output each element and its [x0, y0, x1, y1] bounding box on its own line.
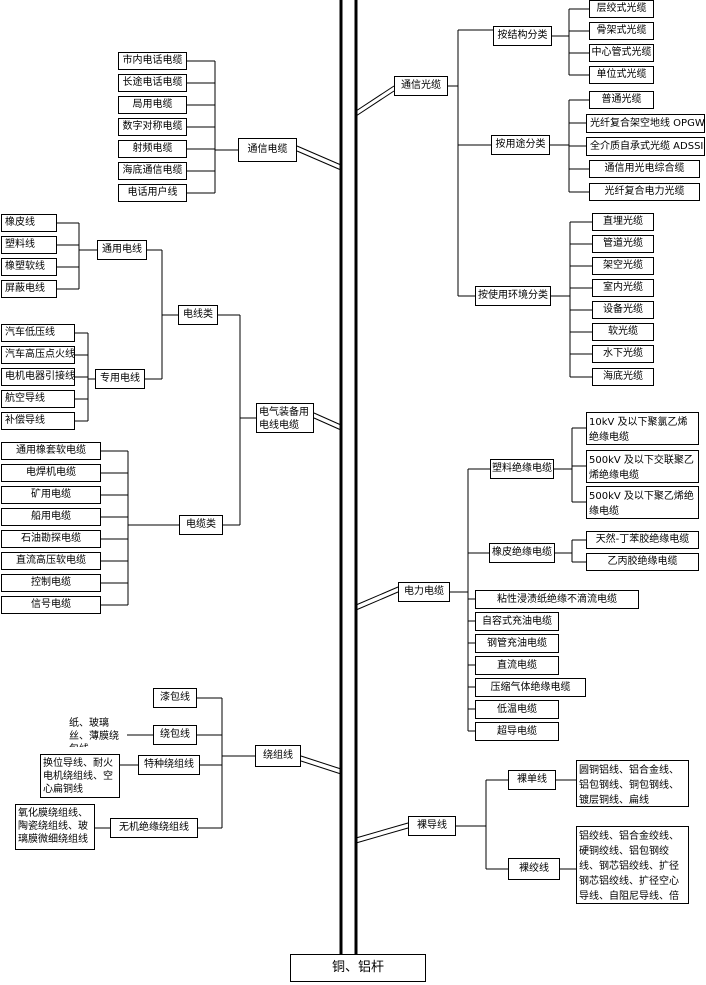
special-wire-item: 电机电器引接线 — [1, 368, 75, 386]
cable-item: 石油勘探电缆 — [1, 530, 101, 548]
bare-strand-note: 铝绞线、铝合金绞线、硬铜绞线、铝包钢绞线、钢芯铝绞线、扩径钢芯铝绞线、扩径空心导… — [576, 826, 689, 904]
cable-item: 船用电缆 — [1, 508, 101, 526]
connector-line — [355, 586, 399, 606]
wires-node: 电线类 — [178, 305, 218, 325]
bare-strand-node: 裸绞线 — [508, 858, 560, 880]
comm-cable-item: 局用电缆 — [118, 96, 187, 114]
power-cable-item: 超导电缆 — [475, 722, 559, 741]
winding-item: 漆包线 — [153, 688, 197, 708]
optical-env-item: 水下光缆 — [592, 345, 654, 363]
rubber-insulated-node: 橡皮绝缘电缆 — [489, 543, 555, 563]
cable-item: 矿用电缆 — [1, 486, 101, 504]
special-wire-item: 航空导线 — [1, 390, 75, 408]
special-wire-item: 汽车低压线 — [1, 324, 75, 342]
general-wire-item: 橡塑软线 — [1, 258, 57, 276]
cable-item: 控制电缆 — [1, 574, 101, 592]
general-wire-node: 通用电线 — [97, 240, 147, 260]
optical-env-item: 软光缆 — [592, 323, 654, 341]
connector-line — [355, 85, 395, 112]
optical-use-item: 通信用光电综合缆 — [589, 160, 700, 178]
connector-line — [355, 822, 409, 839]
general-wire-item: 塑料线 — [1, 236, 57, 254]
cable-item: 通用橡套软电缆 — [1, 442, 101, 460]
comm-cable-item: 射频电缆 — [118, 140, 187, 158]
optical-env-item: 架空光缆 — [592, 257, 654, 275]
optical-env-item: 管道光缆 — [592, 235, 654, 253]
general-wire-item: 屏蔽电线 — [1, 280, 57, 298]
power-cable-item: 压缩气体绝缘电缆 — [475, 678, 586, 697]
plastic-insulated-node: 塑料绝缘电缆 — [490, 459, 554, 479]
optical-env-node: 按使用环境分类 — [475, 286, 551, 306]
bare-wire-node: 裸导线 — [408, 816, 456, 836]
optical-env-item: 设备光缆 — [592, 301, 654, 319]
equipment-node: 电气装备用电线电缆 — [256, 403, 314, 433]
plastic-insulated-item: 500kV 及以下聚乙烯绝缘电缆 — [586, 486, 699, 519]
optical-use-item: 普通光缆 — [589, 91, 654, 109]
optical-structure-item: 层绞式光缆 — [589, 0, 654, 18]
cable-item: 电焊机电缆 — [1, 464, 101, 482]
optical-use-node: 按用途分类 — [491, 135, 550, 155]
special-wire-item: 汽车高压点火线 — [1, 346, 75, 364]
optical-structure-node: 按结构分类 — [493, 26, 552, 46]
power-cable-item: 钢管充油电缆 — [475, 634, 559, 653]
plastic-insulated-item: 500kV 及以下交联聚乙烯绝缘电缆 — [586, 450, 699, 483]
winding-item: 无机绝缘绕组线 — [110, 818, 198, 838]
general-wire-item: 橡皮线 — [1, 214, 57, 232]
optical-use-item: 光纤复合电力光缆 — [589, 183, 700, 201]
optical-env-item: 室内光缆 — [592, 279, 654, 297]
optical-env-item: 海底光缆 — [592, 368, 654, 386]
connector-line — [296, 145, 342, 166]
power-cable-item: 自容式充油电缆 — [475, 612, 559, 631]
special-wire-item: 补偿导线 — [1, 412, 75, 430]
power-cable-item: 直流电缆 — [475, 656, 559, 675]
connector-line — [355, 827, 409, 844]
bare-single-note: 圆铜铝线、铝合金线、铝包钢线、铜包钢线、镀层铜线、扁线 — [576, 760, 689, 807]
cables-node: 电缆类 — [179, 515, 223, 535]
root-node: 铜、铝杆 — [290, 954, 426, 982]
comm-cable-item: 长途电话电缆 — [118, 74, 187, 92]
connector-line — [296, 150, 342, 171]
rubber-insulated-item: 乙丙胶绝缘电缆 — [586, 553, 699, 571]
rubber-insulated-item: 天然-丁苯胶绝缘电缆 — [586, 531, 699, 549]
comm-cable-node: 通信电缆 — [238, 138, 297, 162]
special-winding-note: 换位导线、耐火电机绕组线、空心扁铜线 — [40, 754, 120, 798]
connector-line — [313, 412, 342, 426]
comm-cable-item: 市内电话电缆 — [118, 52, 187, 70]
winding-node: 绕组线 — [255, 745, 301, 767]
bare-single-node: 裸单线 — [508, 770, 556, 790]
connector-line — [300, 755, 342, 770]
optical-structure-item: 中心管式光缆 — [589, 44, 654, 62]
wrap-wire-note: 纸、玻璃丝、薄膜绕包线 — [67, 715, 127, 747]
power-cable-item: 低温电缆 — [475, 700, 559, 719]
cable-item: 信号电缆 — [1, 596, 101, 614]
winding-item: 绕包线 — [153, 725, 197, 745]
optical-use-item: 全介质自承式光缆 ADSSI — [586, 137, 705, 156]
special-wire-node: 专用电线 — [95, 369, 145, 389]
power-cable-node: 电力电缆 — [398, 582, 450, 602]
optical-use-item: 光纤复合架空地线 OPGW — [586, 114, 705, 133]
winding-item: 特种绕组线 — [138, 755, 200, 775]
comm-cable-item: 海底通信电缆 — [118, 162, 187, 180]
comm-cable-item: 数字对称电缆 — [118, 118, 187, 136]
plastic-insulated-item: 10kV 及以下聚氯乙烯绝缘电缆 — [586, 412, 699, 445]
cable-item: 直流高压软电缆 — [1, 552, 101, 570]
connector-line — [355, 591, 399, 611]
optical-structure-item: 单位式光缆 — [589, 66, 654, 84]
optical-structure-item: 骨架式光缆 — [589, 22, 654, 40]
connector-line — [313, 417, 342, 431]
optical-node: 通信光缆 — [394, 76, 448, 96]
power-cable-item: 粘性浸渍纸绝缘不滴流电缆 — [475, 590, 639, 609]
connector-line — [355, 90, 395, 117]
optical-env-item: 直埋光缆 — [592, 213, 654, 231]
connector-line — [300, 760, 342, 775]
comm-cable-item: 电话用户线 — [118, 184, 187, 202]
inorganic-winding-note: 氧化膜绕组线、陶瓷绕组线、玻璃膜微细绕组线 — [15, 804, 95, 850]
